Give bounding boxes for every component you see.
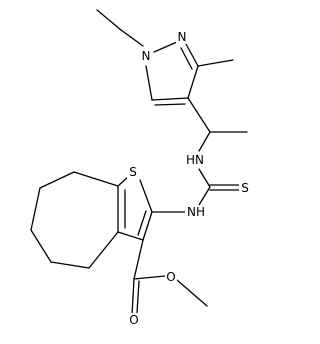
bond-hn-cthio: [198, 168, 211, 188]
bond-c6-c5: [30, 229, 52, 263]
bond-c3-cester: [133, 239, 144, 280]
bond-c4-ch: [187, 97, 211, 133]
bond-c4-c3a: [88, 231, 119, 269]
bond-n2-c3-a: [185, 43, 199, 67]
bond-ethyl-ch3: [96, 9, 122, 31]
atom-hn-label: HN: [186, 153, 204, 167]
atom-s-ring-label: S: [129, 165, 137, 179]
atom-n1-label: N: [142, 49, 151, 63]
atom-s-thioamide-label: S: [241, 181, 249, 195]
bond-c3-c4: [187, 65, 199, 99]
bond-c2-s: [139, 179, 153, 213]
bond-ch-nh: [198, 131, 211, 152]
bond-c7-c6: [30, 187, 41, 231]
bond-layer: [30, 9, 248, 316]
atom-nh-label: NH: [187, 205, 205, 219]
bond-ethyl-ch2: [120, 29, 144, 47]
bond-c5-c4: [50, 261, 90, 269]
bond-c4-c5-a: [151, 97, 189, 101]
atom-o-ester-label: O: [166, 270, 175, 284]
bond-c7a-c8: [73, 171, 119, 187]
bond-c4-c5-b: [154, 103, 186, 106]
bond-cester-o-a: [131, 278, 135, 316]
bond-c3-c2-a: [142, 211, 153, 241]
bond-n2-c3-b: [180, 47, 193, 70]
atom-s-thioamide: S: [239, 181, 251, 195]
atom-s-ring: S: [127, 165, 139, 179]
structure-diagram: N N HN S NH S O O: [30, 9, 251, 327]
atom-label-layer: N N HN S NH S O O: [127, 30, 251, 327]
bond-c3-methyl: [197, 59, 234, 67]
bond-c8-c7: [39, 171, 75, 189]
atom-nh: NH: [185, 205, 207, 219]
atom-n2: N: [176, 30, 187, 44]
atom-hn: HN: [184, 153, 206, 167]
bond-ometh-ch3: [176, 279, 208, 307]
bond-c3a-c3: [117, 231, 144, 241]
atom-o-carbonyl-label: O: [129, 313, 138, 327]
bond-n1-n2: [153, 41, 178, 53]
bond-cester-o-b: [136, 280, 140, 314]
atom-o-carbonyl: O: [128, 313, 140, 327]
bond-c3-c2-b: [137, 210, 147, 236]
bond-c5-n1: [145, 65, 153, 101]
bond-cester-ometh: [133, 275, 166, 280]
atom-n1: N: [140, 49, 151, 63]
atom-o-ester: O: [165, 270, 177, 284]
bond-cthio-nh: [198, 186, 211, 206]
atom-n2-label: N: [178, 30, 187, 44]
bond-s-c7a: [117, 176, 129, 187]
molecule-canvas: N N HN S NH S O O: [30, 9, 251, 327]
